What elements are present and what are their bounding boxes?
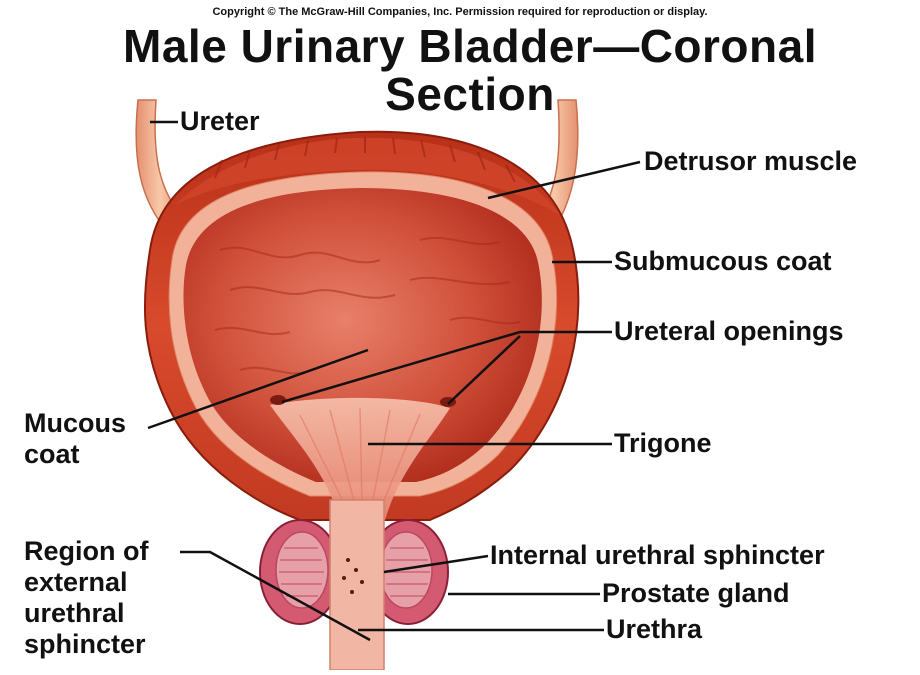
label-internal-urethral-sphincter: Internal urethral sphincter (490, 540, 825, 571)
diagram-title: Male Urinary Bladder—Coronal Section (90, 22, 850, 118)
label-detrusor-muscle: Detrusor muscle (644, 146, 857, 177)
label-ureteral-openings: Ureteral openings (614, 316, 844, 347)
label-trigone: Trigone (614, 428, 712, 459)
copyright-notice: Copyright © The McGraw-Hill Companies, I… (0, 6, 920, 18)
urethra-tube (330, 500, 384, 670)
label-mucous-coat: Mucous coat (24, 408, 126, 470)
label-prostate-gland: Prostate gland (602, 578, 790, 609)
label-region-external-sphincter: Region of external urethral sphincter (24, 536, 148, 660)
label-urethra: Urethra (606, 614, 702, 645)
label-ureter: Ureter (180, 106, 260, 137)
label-submucous-coat: Submucous coat (614, 246, 832, 277)
left-ureteral-opening (270, 395, 286, 405)
